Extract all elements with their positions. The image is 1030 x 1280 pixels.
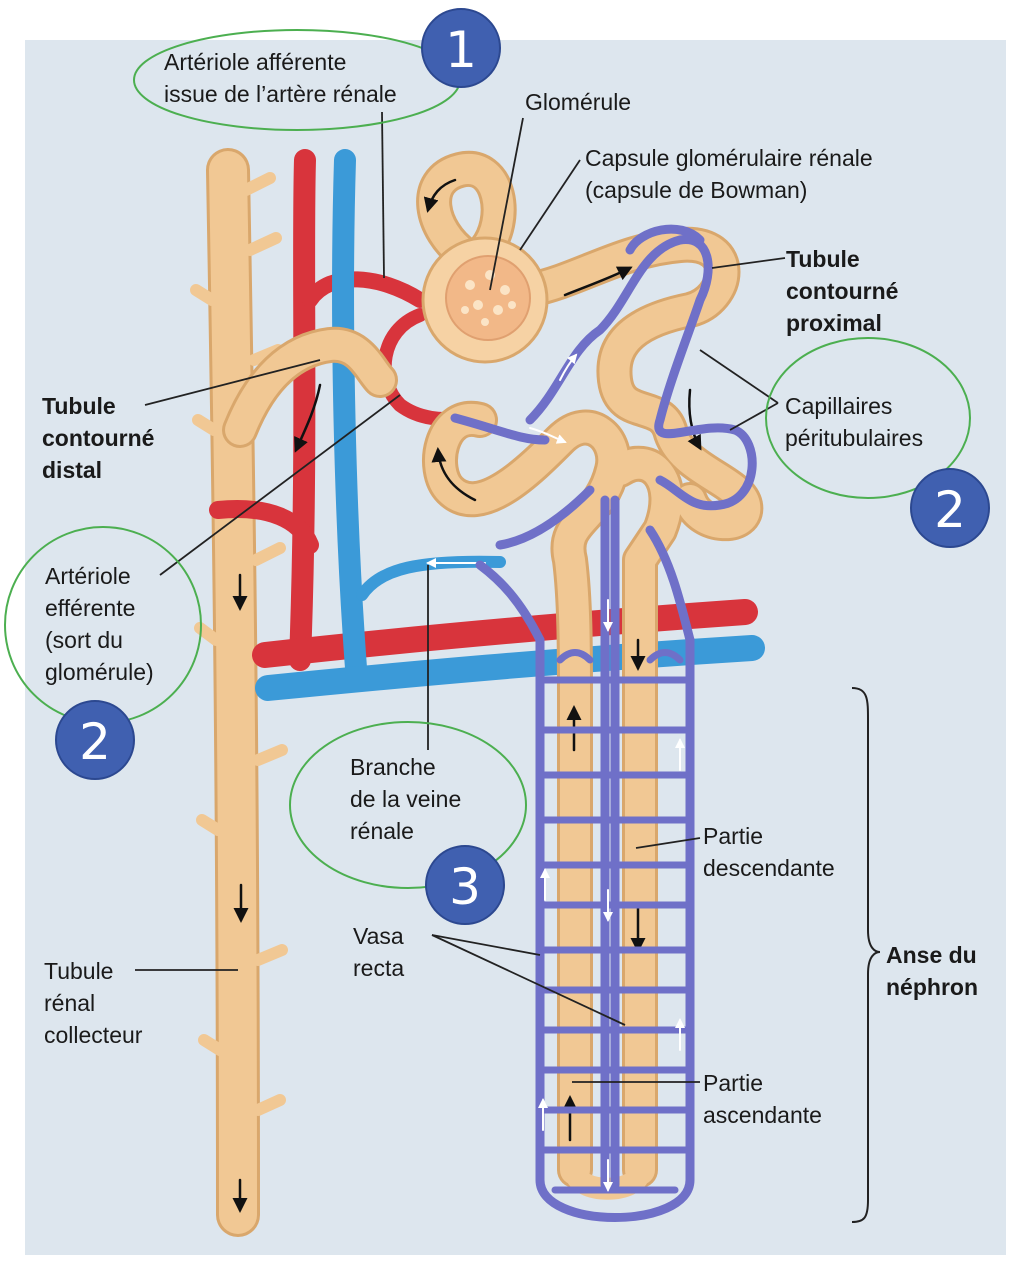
label-line: distal: [42, 457, 103, 483]
label-partie-ascendante: Partie ascendante: [703, 1067, 822, 1131]
label-line: péritubulaires: [785, 425, 924, 451]
label-line: (capsule de Bowman): [585, 177, 808, 203]
badge-1: 1: [421, 8, 501, 88]
label-line: glomérule): [45, 659, 154, 685]
label-line: Artériole: [45, 563, 131, 589]
label-line: recta: [353, 955, 405, 981]
badge-2-capillaries: 2: [910, 468, 990, 548]
label-line: ascendante: [703, 1102, 822, 1128]
label-arteriole-efferente: Artériole efférente (sort du glomérule): [45, 560, 154, 688]
label-line: Anse du: [886, 942, 977, 968]
label-line: Artériole afférente: [164, 49, 347, 75]
circle-vein: [289, 721, 527, 889]
circle-capillaries: [765, 337, 971, 499]
label-branche-veine: Branche de la veine rénale: [350, 751, 461, 847]
label-anse-nephron: Anse du néphron: [886, 939, 978, 1003]
label-capillaires: Capillaires péritubulaires: [785, 390, 923, 454]
label-partie-descendante: Partie descendante: [703, 820, 835, 884]
capillary-network: [450, 224, 757, 1222]
label-line: Capillaires: [785, 393, 893, 419]
label-line: contourné: [786, 278, 899, 304]
label-line: proximal: [786, 310, 882, 336]
label-line: rénale: [350, 818, 414, 844]
label-glomerule: Glomérule: [525, 89, 632, 115]
glomerulus: [445, 255, 531, 341]
label-line: de la veine: [350, 786, 462, 812]
label-line: Tubule: [786, 246, 860, 272]
label-line: Tubule: [44, 958, 114, 984]
label-tubule-collecteur: Tubule rénal collecteur: [44, 955, 142, 1051]
diagram-background: [25, 40, 1006, 1255]
label-vasa-recta: Vasa recta: [353, 920, 404, 984]
label-line: Tubule: [42, 393, 116, 419]
label-line: issue de l’artère rénale: [164, 81, 397, 107]
label-line: (sort du: [45, 627, 123, 653]
label-line: Partie: [703, 1070, 764, 1096]
label-line: Branche: [350, 754, 436, 780]
label-line: Vasa: [353, 923, 404, 949]
label-line: contourné: [42, 425, 155, 451]
leader-lines: [135, 111, 786, 1083]
label-line: descendante: [703, 855, 835, 881]
badge-3: 3: [425, 845, 505, 925]
label-tubule-proximal: Tubule contourné proximal: [786, 243, 898, 339]
label-line: Capsule glomérulaire rénale: [585, 145, 873, 171]
label-line: rénal: [44, 990, 96, 1016]
label-arteriole-afferente: Artériole afférente issue de l’artère ré…: [164, 46, 397, 110]
collecting-duct: [190, 148, 288, 1237]
label-capsule: Capsule glomérulaire rénale (capsule de …: [585, 142, 873, 206]
badge-2-efferent: 2: [55, 700, 135, 780]
label-line: néphron: [886, 974, 978, 1000]
label-line: efférente: [45, 595, 136, 621]
label-line: collecteur: [44, 1022, 143, 1048]
label-tubule-distal: Tubule contourné distal: [42, 390, 154, 486]
loop-bracket: [851, 687, 881, 1223]
label-line: Partie: [703, 823, 764, 849]
